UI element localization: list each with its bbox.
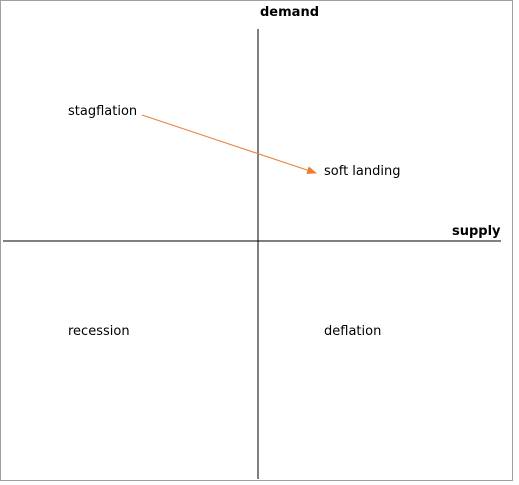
quadrant-label-recession: recession [68,324,130,339]
transition-arrow [141,114,317,174]
vertical-axis-label: demand [260,5,320,20]
horizontal-axis-label: supply [452,224,501,239]
quadrant-label-stagflation: stagflation [68,104,138,119]
quadrant-label-soft-landing: soft landing [324,164,401,179]
quadrant-label-deflation: deflation [324,324,382,339]
